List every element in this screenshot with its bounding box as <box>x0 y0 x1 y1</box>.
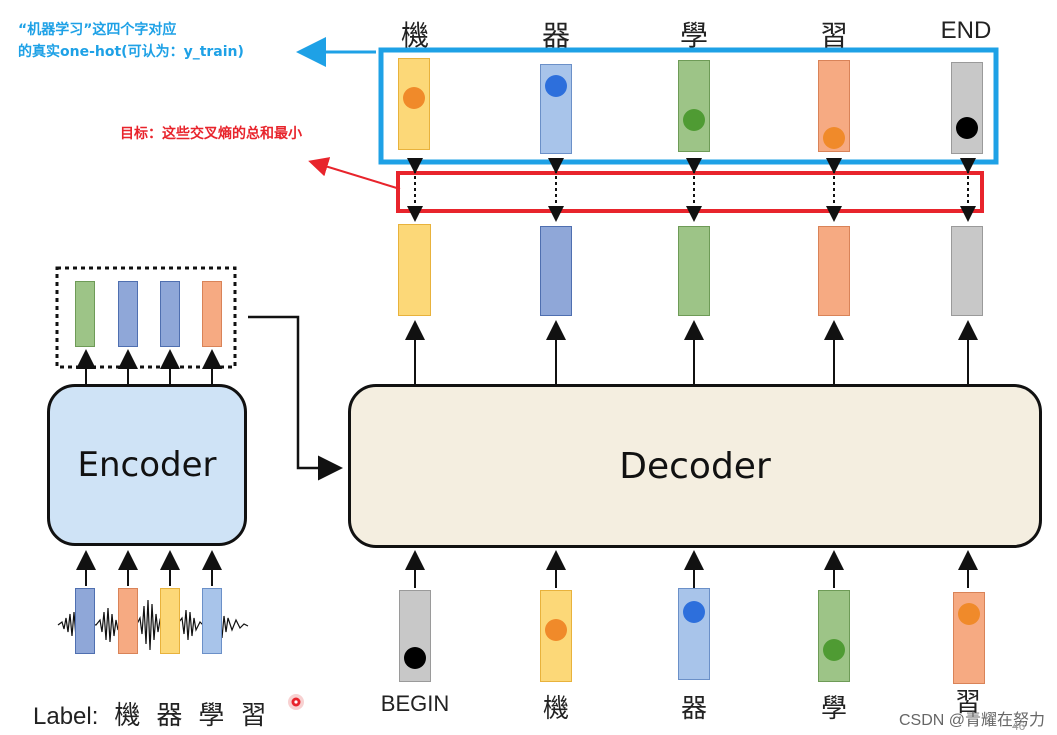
encoder-output-vector <box>160 281 180 347</box>
onehot-dot <box>956 117 978 139</box>
decoder-input-arrows <box>405 550 978 588</box>
encoder-block: Encoder <box>47 384 247 546</box>
output-label-end: END <box>940 17 992 44</box>
input-label-xi: 習 <box>954 688 981 718</box>
encoder-output-vector <box>118 281 138 347</box>
encoder-input-arrows <box>76 550 222 586</box>
page-number: 46 <box>1012 719 1026 733</box>
input-label-ji: 機 <box>542 694 569 724</box>
output-label-ji: 機 <box>400 19 429 52</box>
record-dot-icon <box>288 694 304 710</box>
onehot-dot <box>404 647 426 669</box>
encoder-input-vector <box>160 588 180 654</box>
encoder-input-vector <box>118 588 138 654</box>
watermark: CSDN @青耀在努力 <box>898 712 1045 729</box>
onehot-dot <box>683 601 705 623</box>
output-label-xue: 學 <box>679 19 708 52</box>
encoder-input-vector <box>75 588 95 654</box>
onehot-dot <box>823 639 845 661</box>
encoder-output-box <box>55 266 237 369</box>
onehot-dot <box>958 603 980 625</box>
label-char: 器 <box>156 701 183 731</box>
ground-truth-label: Label: 機 器 學 習 <box>33 695 266 732</box>
target-annotation: “机器学习”这四个字对应 的真实one-hot(可认为：y_train) <box>18 19 244 63</box>
red-pointer-arrow <box>308 157 401 190</box>
target-bar-qi <box>540 64 572 154</box>
decoder-input-bar-xue <box>818 590 850 682</box>
target-bar-xue <box>678 60 710 152</box>
encoder-output-vector <box>202 281 222 347</box>
input-label-xue: 學 <box>820 694 847 724</box>
onehot-dot <box>545 619 567 641</box>
encoder-output-vector <box>75 281 95 347</box>
loss-frame <box>396 171 984 213</box>
encoder-label: Encoder <box>77 445 217 485</box>
output-dist-bar <box>951 226 983 316</box>
onehot-dot <box>683 109 705 131</box>
output-dist-bar <box>540 226 572 316</box>
output-dist-bar <box>818 226 850 316</box>
target-annotation-line1: “机器学习”这四个字对应 <box>18 22 177 38</box>
input-label-qi: 器 <box>680 694 707 724</box>
label-char: 習 <box>240 701 267 731</box>
decoder-label: Decoder <box>619 445 771 487</box>
cross-entropy-links <box>407 158 976 222</box>
output-dist-bar <box>398 224 431 316</box>
encoder-output-arrows <box>76 349 222 384</box>
decoder-block: Decoder <box>348 384 1042 548</box>
label-prefix: Label: <box>33 703 99 730</box>
onehot-dot <box>823 127 845 149</box>
decoder-input-bar-ji <box>540 590 572 682</box>
onehot-dot <box>403 87 425 109</box>
encoder-input-vector <box>202 588 222 654</box>
loss-annotation: 目标：这些交叉熵的总和最小 <box>120 126 302 142</box>
target-bar-xi <box>818 60 850 152</box>
decoder-output-arrows <box>405 320 978 384</box>
target-bar-end <box>951 62 983 154</box>
decoder-input-bar-qi <box>678 588 710 680</box>
output-label-xi: 習 <box>819 19 848 52</box>
target-bar-ji <box>398 58 430 150</box>
encoder-to-decoder-arrow <box>248 315 343 481</box>
target-annotation-line2: 的真实one-hot(可认为：y_train) <box>18 44 244 60</box>
output-label-qi: 器 <box>541 19 570 52</box>
label-char: 機 <box>114 701 141 731</box>
output-dist-bar <box>678 226 710 316</box>
onehot-dot <box>545 75 567 97</box>
label-char: 學 <box>198 701 225 731</box>
input-label-begin: BEGIN <box>380 691 450 716</box>
decoder-input-bar-begin <box>399 590 431 682</box>
decoder-input-bar-xi <box>953 592 985 684</box>
